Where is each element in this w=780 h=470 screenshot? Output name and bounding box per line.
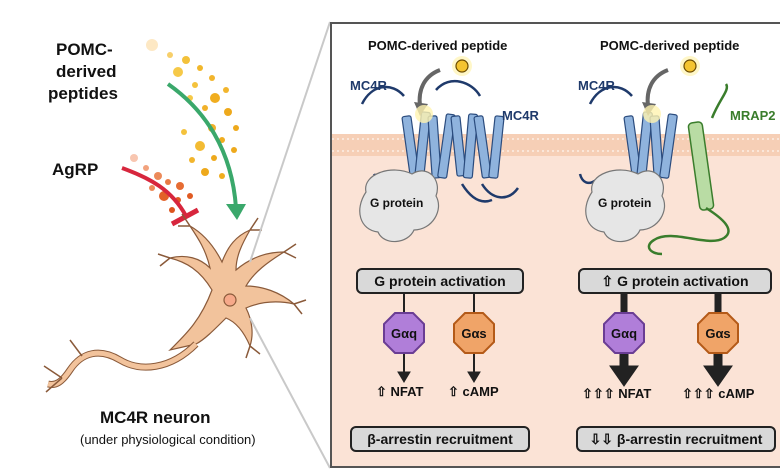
arrestin-box-right: ⇩⇩ β-arrestin recruitment	[576, 426, 776, 452]
peptide-label-left: POMC-derived peptide	[368, 38, 508, 53]
ligand-right	[642, 56, 700, 123]
zoom-line-bottom	[249, 317, 330, 469]
agrp-label: AgRP	[52, 160, 99, 179]
ligand-left	[414, 56, 472, 123]
panel-background	[332, 24, 780, 466]
pomc-arrow	[166, 82, 238, 209]
mrap2-label: MRAP2	[730, 108, 776, 123]
camp-left: ⇧ cAMP	[448, 384, 499, 399]
peptide-label-right: POMC-derived peptide	[600, 38, 740, 53]
gaq-right: Gαq	[603, 312, 645, 354]
arrestin-box-left: β-arrestin recruitment	[350, 426, 530, 452]
neuron-title: MC4R neuron	[100, 408, 211, 427]
gprotein-label-left: G protein	[370, 196, 424, 210]
gas-right: Gαs	[697, 312, 739, 354]
nfat-right: ⇧⇧⇧ NFAT	[582, 386, 652, 401]
mc4r-label-right: MC4R	[578, 78, 615, 93]
gprotein-left	[359, 169, 440, 243]
mc4r-label-left-b: MC4R	[502, 108, 539, 123]
pomc-label-line2: derived	[56, 62, 117, 81]
activation-box-left: G protein activation	[356, 268, 524, 294]
gprotein-right	[585, 169, 666, 243]
pomc-label-line3: peptides	[48, 84, 118, 103]
gaq-left: Gαq	[383, 312, 425, 354]
nfat-left: ⇧ NFAT	[376, 384, 424, 399]
detail-panel: POMC-derived peptide MC4R MC4R G protein…	[330, 22, 780, 468]
mc4r-label-left-a: MC4R	[350, 78, 387, 93]
zoom-line-top	[249, 21, 330, 263]
neuron	[43, 213, 307, 393]
agrp-particles	[130, 154, 193, 213]
agrp-inhibit-bar	[170, 207, 200, 227]
gas-left: Gαs	[453, 312, 495, 354]
pomc-label-line1: POMC-	[56, 40, 113, 59]
connectors-left	[397, 294, 481, 383]
neuron-subtitle: (under physiological condition)	[80, 432, 256, 447]
membrane	[332, 134, 780, 156]
activation-box-right: ⇧ G protein activation	[578, 268, 772, 294]
pomc-arrowhead	[226, 204, 246, 220]
gprotein-label-right: G protein	[598, 196, 652, 210]
connectors-right	[609, 294, 733, 387]
left-illustration	[43, 21, 330, 469]
agrp-inhibit-line	[121, 166, 188, 217]
camp-right: ⇧⇧⇧ cAMP	[682, 386, 755, 401]
